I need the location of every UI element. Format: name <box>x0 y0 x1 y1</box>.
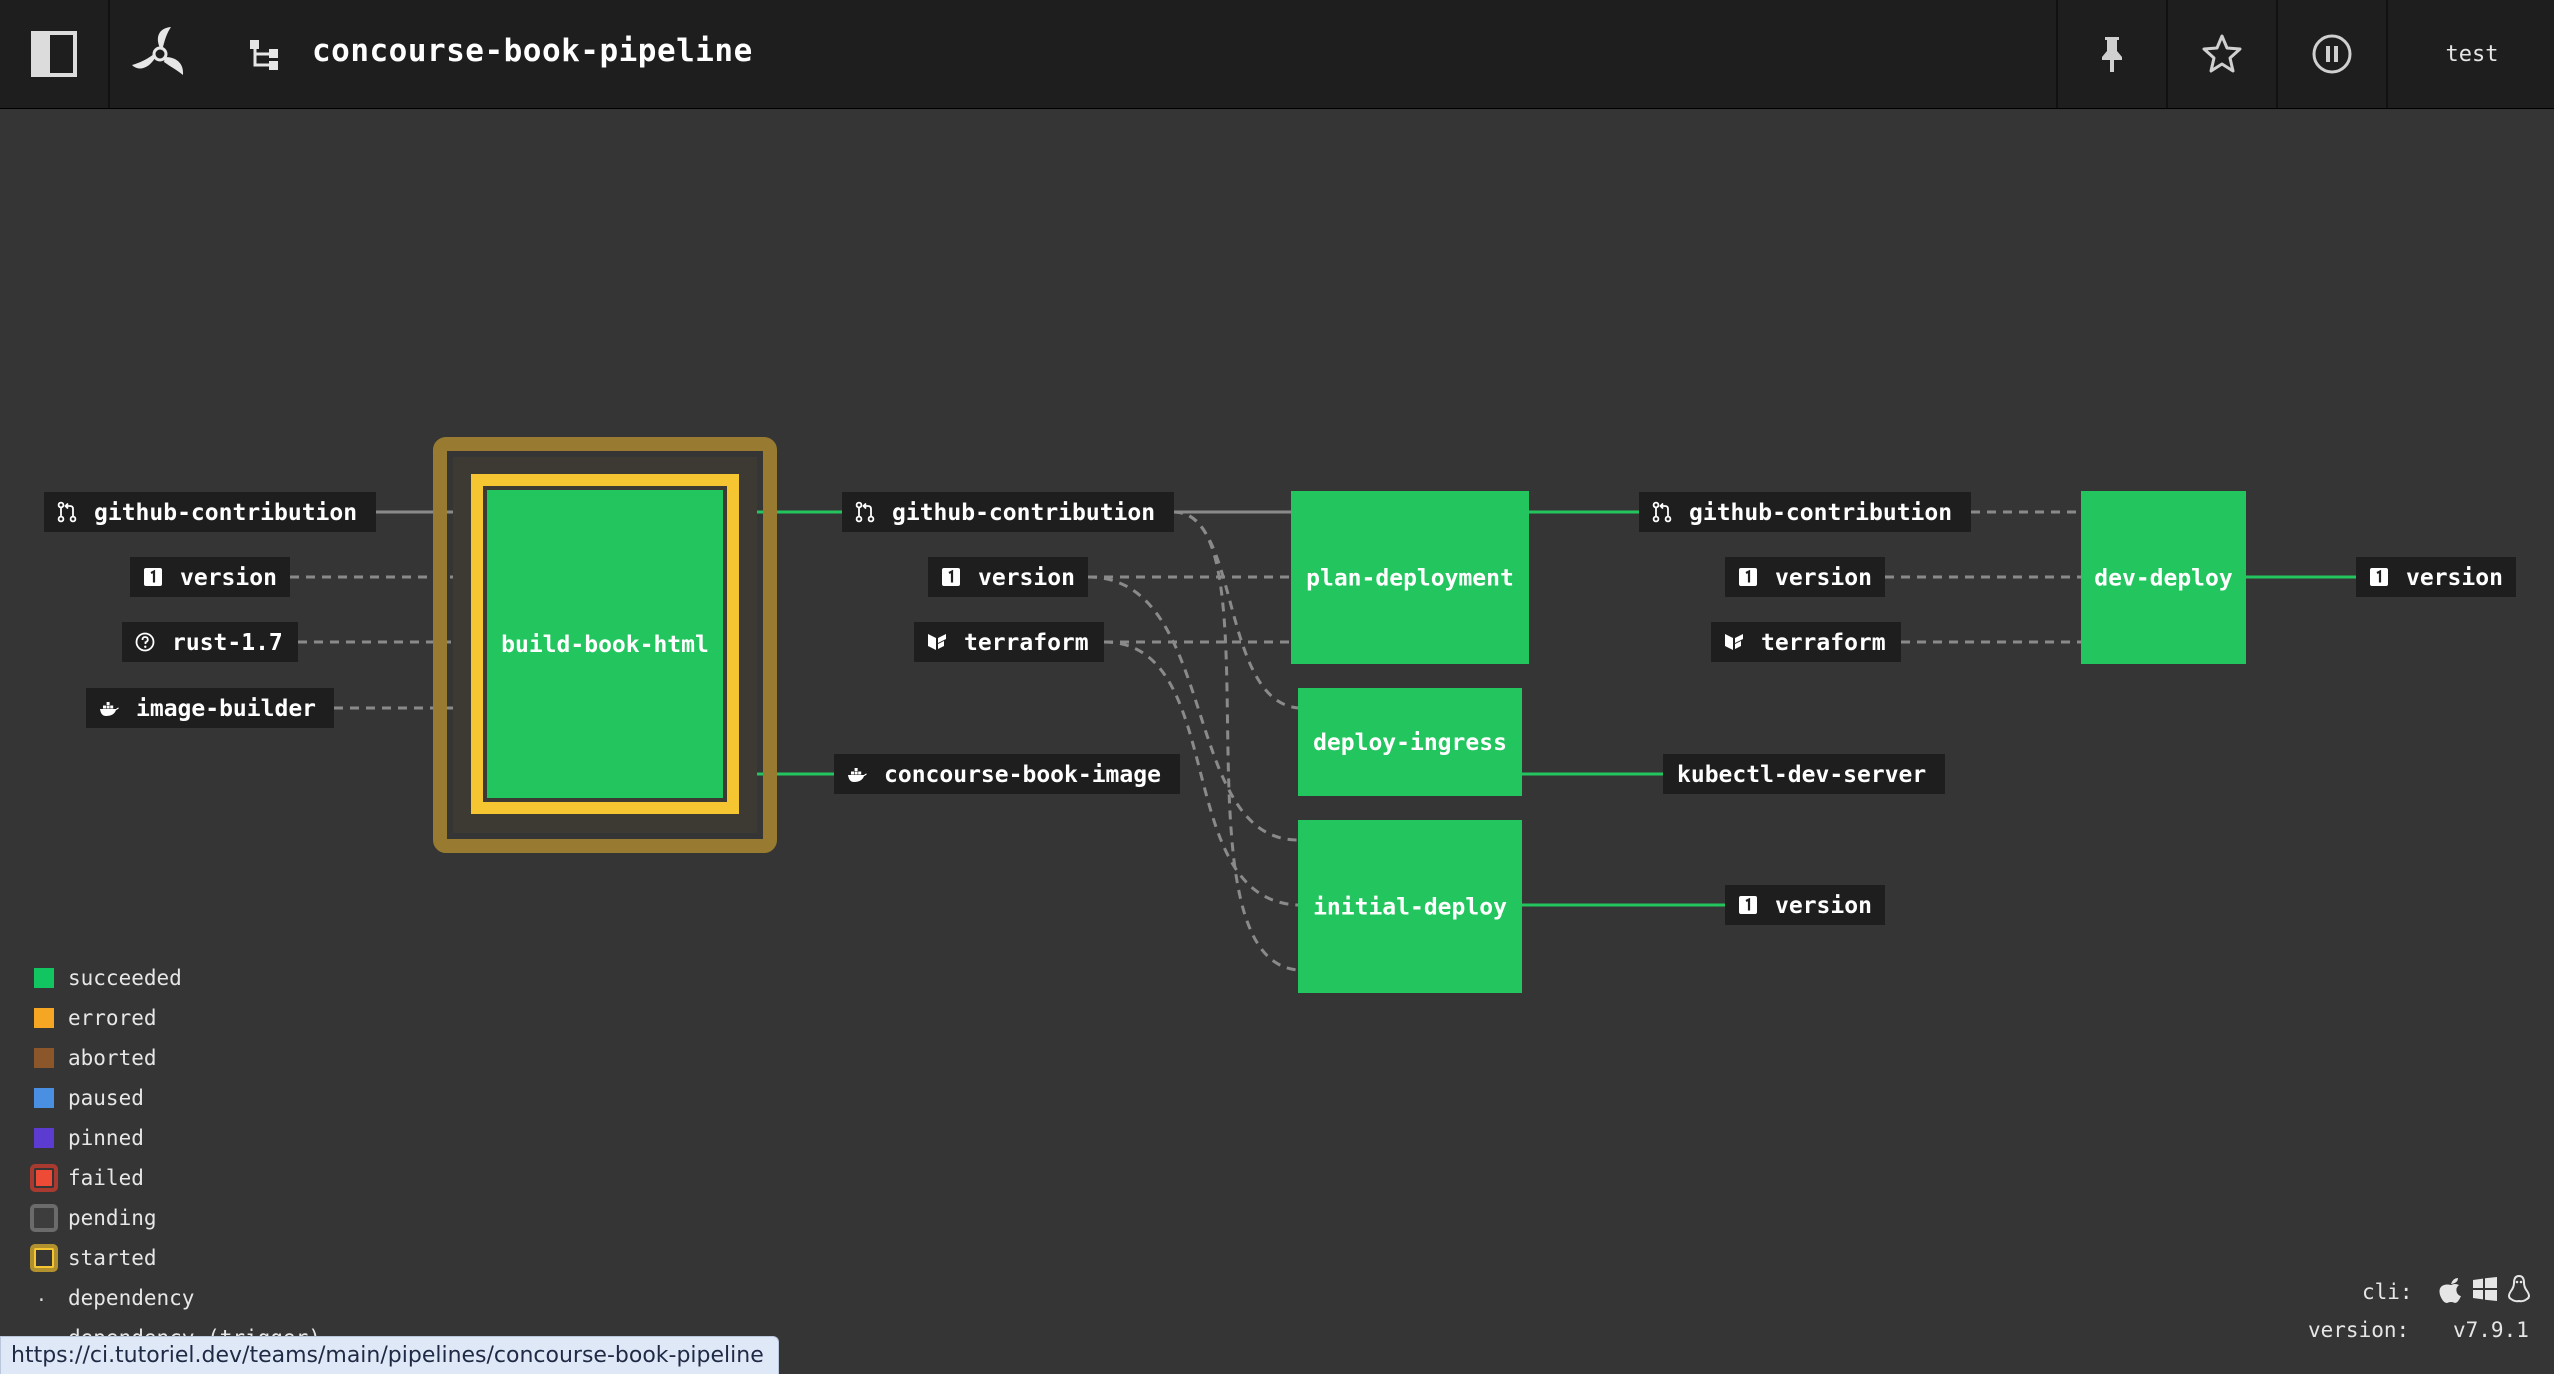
windows-icon <box>2473 1277 2497 1301</box>
resource-kubectl-dev-server[interactable]: kubectl-dev-server <box>1663 754 1945 794</box>
job-dev-deploy[interactable]: dev-deploy <box>2081 491 2246 664</box>
job-label: initial-deploy <box>1313 895 1507 921</box>
legend-swatch <box>34 1128 54 1148</box>
linux-icon <box>2507 1275 2531 1303</box>
job-plan-deployment[interactable]: plan-deployment <box>1291 491 1529 664</box>
resource-label: version <box>2406 565 2503 591</box>
dependency-edge <box>1088 577 1298 840</box>
legend-label: pending <box>68 1206 157 1230</box>
version-value: v7.9.1 <box>2453 1318 2529 1342</box>
resource-version[interactable]: version <box>130 557 290 597</box>
resource-version[interactable]: version <box>1725 885 1885 925</box>
resource-label: version <box>180 565 277 591</box>
resource-label: image-builder <box>136 696 316 722</box>
legend-label: paused <box>68 1086 144 1110</box>
legend-label: failed <box>68 1166 144 1190</box>
resource-label: kubectl-dev-server <box>1677 762 1926 788</box>
legend-swatch <box>30 1164 58 1192</box>
resource-label: version <box>1775 893 1872 919</box>
resource-github-contribution[interactable]: github-contribution <box>44 492 376 532</box>
resource-label: version <box>978 565 1075 591</box>
legend-label: started <box>68 1246 157 1270</box>
legend-swatch <box>34 968 54 988</box>
legend-label: dependency <box>68 1286 194 1310</box>
job-deploy-ingress[interactable]: deploy-ingress <box>1298 688 1522 796</box>
resource-label: terraform <box>1761 630 1886 656</box>
legend-swatch <box>34 1088 54 1108</box>
resource-github-contribution[interactable]: github-contribution <box>1639 492 1971 532</box>
resource-rust-1-7[interactable]: rust-1.7 <box>122 622 298 662</box>
legend-swatch <box>34 1008 54 1028</box>
numeric-1-box-icon <box>144 568 162 586</box>
pipeline-nodes: build-book-html plan-deployment deploy-ing… <box>44 444 2516 993</box>
job-initial-deploy[interactable]: initial-deploy <box>1298 820 1522 993</box>
job-label: build-book-html <box>501 632 709 658</box>
apple-icon <box>2438 1276 2464 1304</box>
resource-label: concourse-book-image <box>884 762 1161 788</box>
resource-label: version <box>1775 565 1872 591</box>
job-build-book-html[interactable]: build-book-html <box>440 444 770 846</box>
numeric-1-box-icon <box>1739 568 1757 586</box>
job-label: plan-deployment <box>1306 566 1514 592</box>
cli-label: cli: <box>2362 1280 2413 1304</box>
resource-label: github-contribution <box>94 500 357 526</box>
cli-download-windows[interactable] <box>2473 1277 2497 1306</box>
legend-label: pinned <box>68 1126 144 1150</box>
job-label: dev-deploy <box>2094 566 2233 592</box>
job-label: deploy-ingress <box>1313 730 1507 756</box>
legend-label: aborted <box>68 1046 157 1070</box>
numeric-1-box-icon <box>1739 896 1757 914</box>
resource-label: rust-1.7 <box>172 630 283 656</box>
resource-github-contribution[interactable]: github-contribution <box>842 492 1174 532</box>
resource-version[interactable]: version <box>928 557 1088 597</box>
version-label: version: <box>2308 1318 2409 1342</box>
resource-terraform[interactable]: terraform <box>914 622 1104 662</box>
dependency-dot-icon: · <box>36 1294 50 1308</box>
resource-label: github-contribution <box>892 500 1155 526</box>
link-status-bar: https://ci.tutoriel.dev/teams/main/pipel… <box>0 1336 779 1374</box>
legend-label: errored <box>68 1006 157 1030</box>
legend-swatch <box>30 1204 58 1232</box>
numeric-1-box-icon <box>2370 568 2388 586</box>
resource-label: terraform <box>964 630 1089 656</box>
resource-label: github-contribution <box>1689 500 1952 526</box>
legend-label: succeeded <box>68 966 182 990</box>
resource-concourse-book-image[interactable]: concourse-book-image <box>834 754 1180 794</box>
cli-download-linux[interactable] <box>2507 1275 2531 1308</box>
legend-swatch <box>30 1244 58 1272</box>
resource-version[interactable]: version <box>2356 557 2516 597</box>
legend-swatch <box>34 1048 54 1068</box>
numeric-1-box-icon <box>942 568 960 586</box>
cli-download-mac[interactable] <box>2438 1276 2464 1309</box>
dependency-edge <box>1174 512 1298 708</box>
resource-version[interactable]: version <box>1725 557 1885 597</box>
resource-terraform[interactable]: terraform <box>1711 622 1901 662</box>
resource-image-builder[interactable]: image-builder <box>86 688 334 728</box>
